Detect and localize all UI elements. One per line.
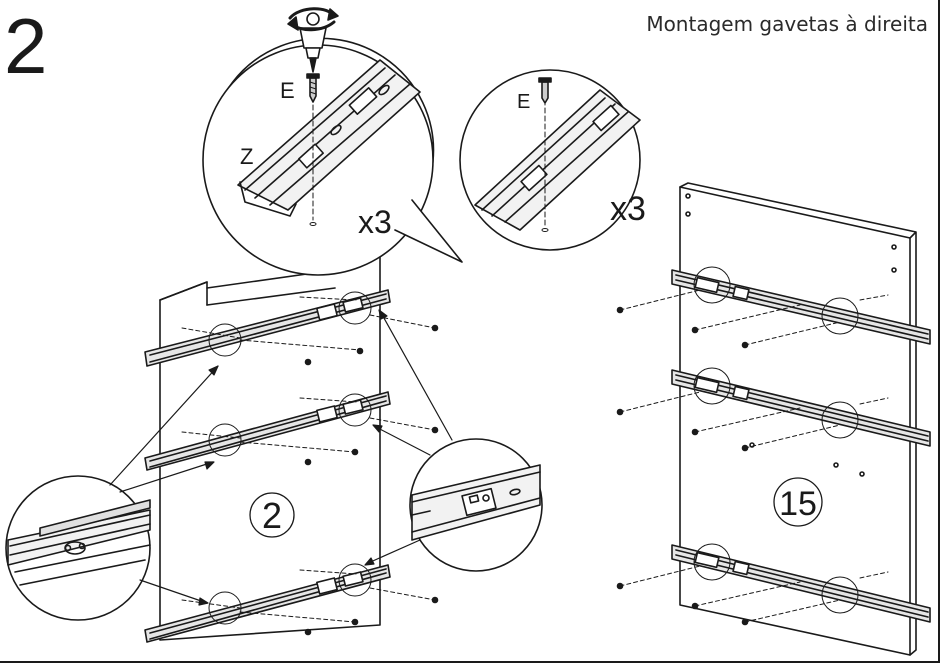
rail-left-top — [144, 289, 439, 367]
screw-label-e-right: E — [517, 91, 530, 113]
panel-left-number: 2 — [249, 492, 295, 538]
rail-left-middle — [144, 391, 439, 471]
rail-left-bottom — [144, 563, 439, 643]
leader-arrows — [109, 309, 453, 606]
panel-right-label: 15 — [779, 485, 817, 523]
detail-circle-bottom-middle — [409, 438, 543, 572]
screwdriver-icon — [299, 27, 327, 73]
screw-label-e-left: E — [280, 78, 295, 103]
step-title: Montagem gavetas à direita — [646, 12, 928, 36]
panel-left-label: 2 — [262, 495, 282, 536]
step-number: 2 — [4, 2, 48, 90]
rail-right-middle — [616, 367, 931, 452]
panel-right-number: 15 — [773, 477, 823, 527]
detail-circle-right — [459, 69, 641, 251]
rail-right-bottom — [616, 543, 931, 626]
detail-circle-left — [202, 37, 463, 276]
panel-right — [679, 182, 917, 656]
detail-circle-bottom-left — [5, 475, 151, 621]
quantity-left: x3 — [358, 204, 392, 240]
quantity-right: x3 — [610, 190, 646, 228]
rotate-arrows-icon — [287, 7, 339, 32]
rail-label-z: Z — [240, 144, 253, 169]
rail-right-top — [616, 266, 931, 349]
